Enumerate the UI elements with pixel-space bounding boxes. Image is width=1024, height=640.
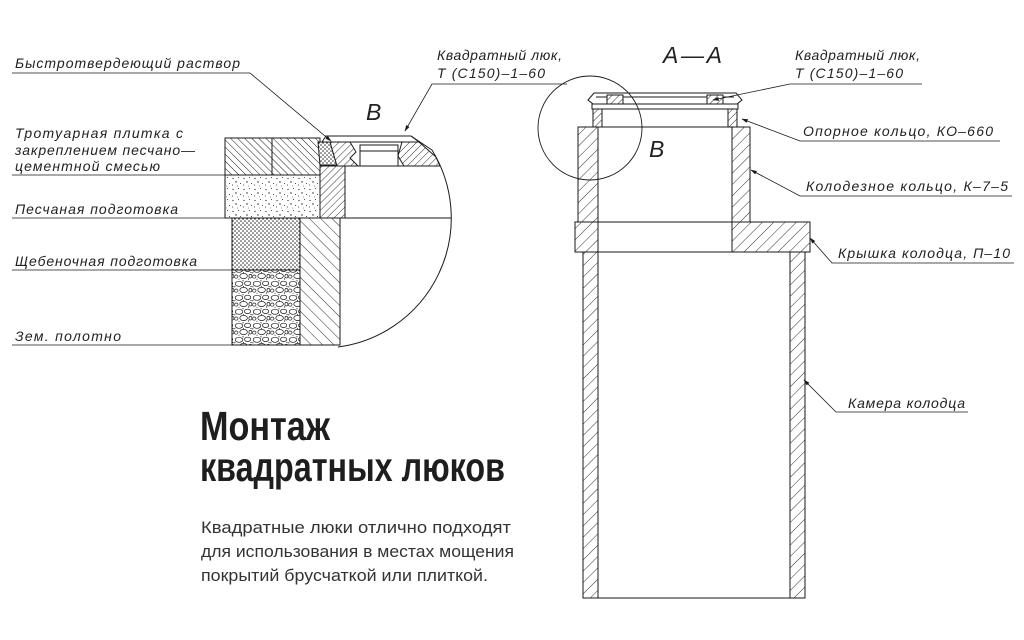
callout-label: Т (С150)–1–60 [437,65,545,81]
callout-label: Камера колодца [848,395,965,411]
callout-label: Квадратный люк, [437,47,562,63]
chamber-wall-left [582,251,599,599]
well-ring-wall-right [731,126,751,223]
detail-callout-circle [537,75,643,181]
callout-sand-bed: Песчаная подготовка [12,201,232,219]
section-title: А—А [661,42,722,68]
heading-line: квадратных люков [200,444,505,490]
callout-leader [12,72,332,142]
support-ring-wall-left [592,108,603,128]
callout-fast-setting-mortar: Быстротвердеющий раствор [12,55,332,142]
callout-label: Колодезное кольцо, К–7–5 [806,178,1008,194]
section-view: А—А В [537,42,811,599]
well-ring-wall-left [577,126,599,223]
detail-boundary-arc [337,149,452,348]
sand-cement-layer [224,174,321,219]
detail-view: В [224,99,452,348]
description-line: для использования в местах мощения [201,542,514,561]
callout-paving-tile: Тротуарная плитка с закреплением песчано… [12,125,225,176]
description-line: покрытий брусчаткой или плиткой. [201,566,488,585]
paving-tile-right [271,137,321,176]
well-slab-section-left [574,221,599,253]
callout-leader [741,118,1000,142]
support-ring-wall-right [727,108,738,128]
detail-support-ring [319,164,346,219]
detail-hatch-frame-right [397,141,441,167]
callout-label: Щебеночная подготовка [15,253,197,269]
callout-leader [803,379,968,413]
description-line: Квадратные люки отлично подходят [201,518,511,537]
callout-leader [809,237,1014,264]
well-slab-section-right [731,221,811,253]
sand-layer [231,217,301,271]
detail-marker: В [366,99,381,125]
callout-square-hatch-detail: Квадратный люк, Т (С150)–1–60 [404,47,567,132]
callout-support-ring: Опорное кольцо, КО–660 [741,118,1000,142]
callout-label: Т (С150)–1–60 [795,65,903,81]
detail-well-wall [299,217,341,346]
detail-callout-marker: В [649,136,664,162]
paving-tile-left [224,137,273,176]
description: Квадратные люки отлично подходят для исп… [201,518,514,585]
callout-subgrade: Зем. полотно [12,328,300,346]
callout-label: цементной смесью [15,158,160,174]
chamber-wall-right [789,251,806,599]
callout-label: Песчаная подготовка [15,201,178,217]
detail-callouts: Быстротвердеющий раствор Тротуарная плит… [12,47,567,346]
callout-leader [750,169,1012,197]
callout-label: Крышка колодца, П–10 [838,245,1010,261]
section-hatch-handle-left [606,94,624,105]
callout-label: Быстротвердеющий раствор [15,55,240,71]
detail-hatch-top-plate [321,135,421,143]
callout-gravel-bed: Щебеночная подготовка [12,253,232,271]
callout-square-hatch: Квадратный люк, Т (С150)–1–60 [712,47,922,101]
callout-well-slab: Крышка колодца, П–10 [809,237,1014,264]
callout-label: Тротуарная плитка с [15,125,183,141]
gravel-layer [231,269,301,346]
callout-label: Зем. полотно [15,328,121,344]
callout-leader [404,83,567,132]
callout-leader [712,83,922,101]
callout-label: Квадратный люк, [795,47,920,63]
heading: Монтаж квадратных люков [200,403,505,490]
detail-hatch-upper-edge [410,135,433,151]
callout-well-ring: Колодезное кольцо, К–7–5 [750,169,1012,197]
heading-line: Монтаж [200,403,331,449]
section-hatch-frame [591,103,739,110]
callout-label: закреплением песчано— [14,142,196,158]
support-ring [592,108,738,128]
detail-hatch-lid [359,144,399,167]
callout-well-chamber: Камера колодца [803,379,968,413]
callout-label: Опорное кольцо, КО–660 [803,123,993,139]
